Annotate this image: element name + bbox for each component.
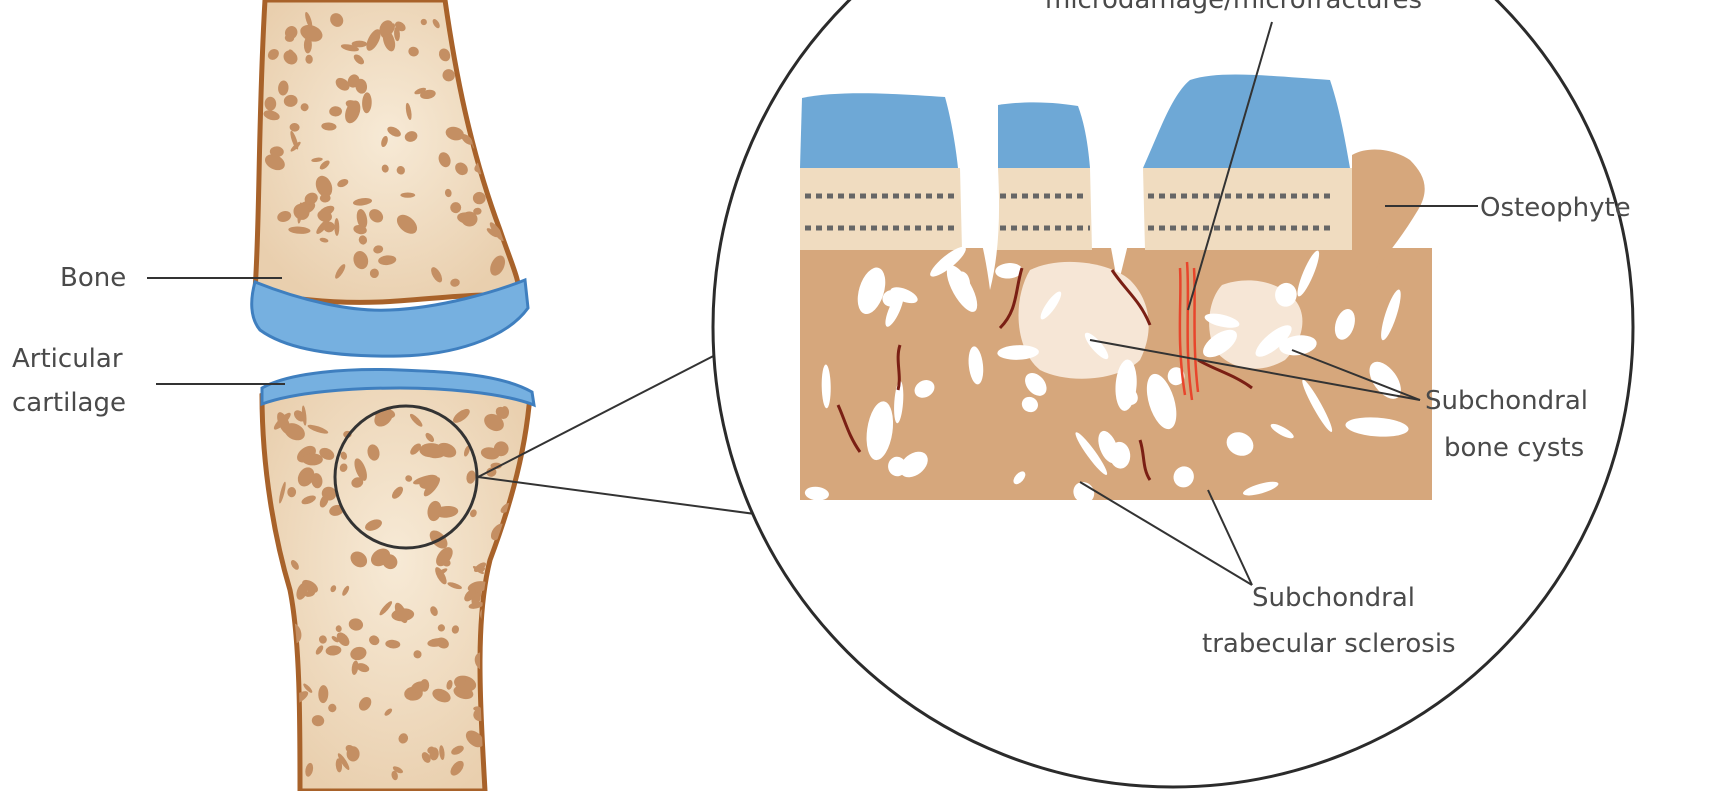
trabecular-pore [496, 129, 509, 152]
trabecular-pore [400, 193, 415, 198]
cysts-label-line2: bone cysts [1444, 433, 1584, 463]
lower-bone [262, 371, 530, 791]
trabecular-pore [488, 98, 501, 114]
trabecular-pore [482, 88, 505, 113]
trabecular-pore [485, 39, 498, 49]
trabecular-pore [496, 187, 510, 202]
trabecular-pore [494, 181, 505, 190]
trabecular-pore [501, 20, 509, 28]
cartilage-fragment-2 [998, 102, 1090, 168]
trabecular-pore [495, 679, 518, 693]
trabecular-pore [419, 443, 442, 457]
bone-label: Bone [60, 263, 126, 293]
trabecular-pore [476, 132, 499, 146]
trabecular-pore [495, 558, 521, 579]
cartilage-label-line1: Articular [12, 344, 123, 374]
microdamage-label: microdamage/microfractures [1045, 0, 1422, 15]
trabecular-pore [302, 453, 323, 465]
sclerosis-label-line1: Subchondral [1252, 583, 1415, 613]
upper-bone [255, 0, 520, 302]
trabecular-pore [473, 107, 484, 116]
cartilage-fragment-1 [800, 93, 958, 168]
sclerosis-label-line2: trabecular sclerosis [1202, 629, 1456, 659]
cysts-label-line1: Subchondral [1425, 386, 1588, 416]
trabecular-pore [483, 700, 494, 712]
zoom-line-lower [478, 477, 770, 516]
trabecular-pore [472, 57, 478, 71]
osteophyte-label: Osteophyte [1480, 193, 1631, 223]
trabecular-pore [267, 579, 284, 595]
trabecular-pore [347, 746, 360, 761]
trabecular-pore [282, 686, 291, 702]
trabecular-pore [487, 684, 502, 700]
cartilage-label-line2: cartilage [12, 388, 126, 418]
